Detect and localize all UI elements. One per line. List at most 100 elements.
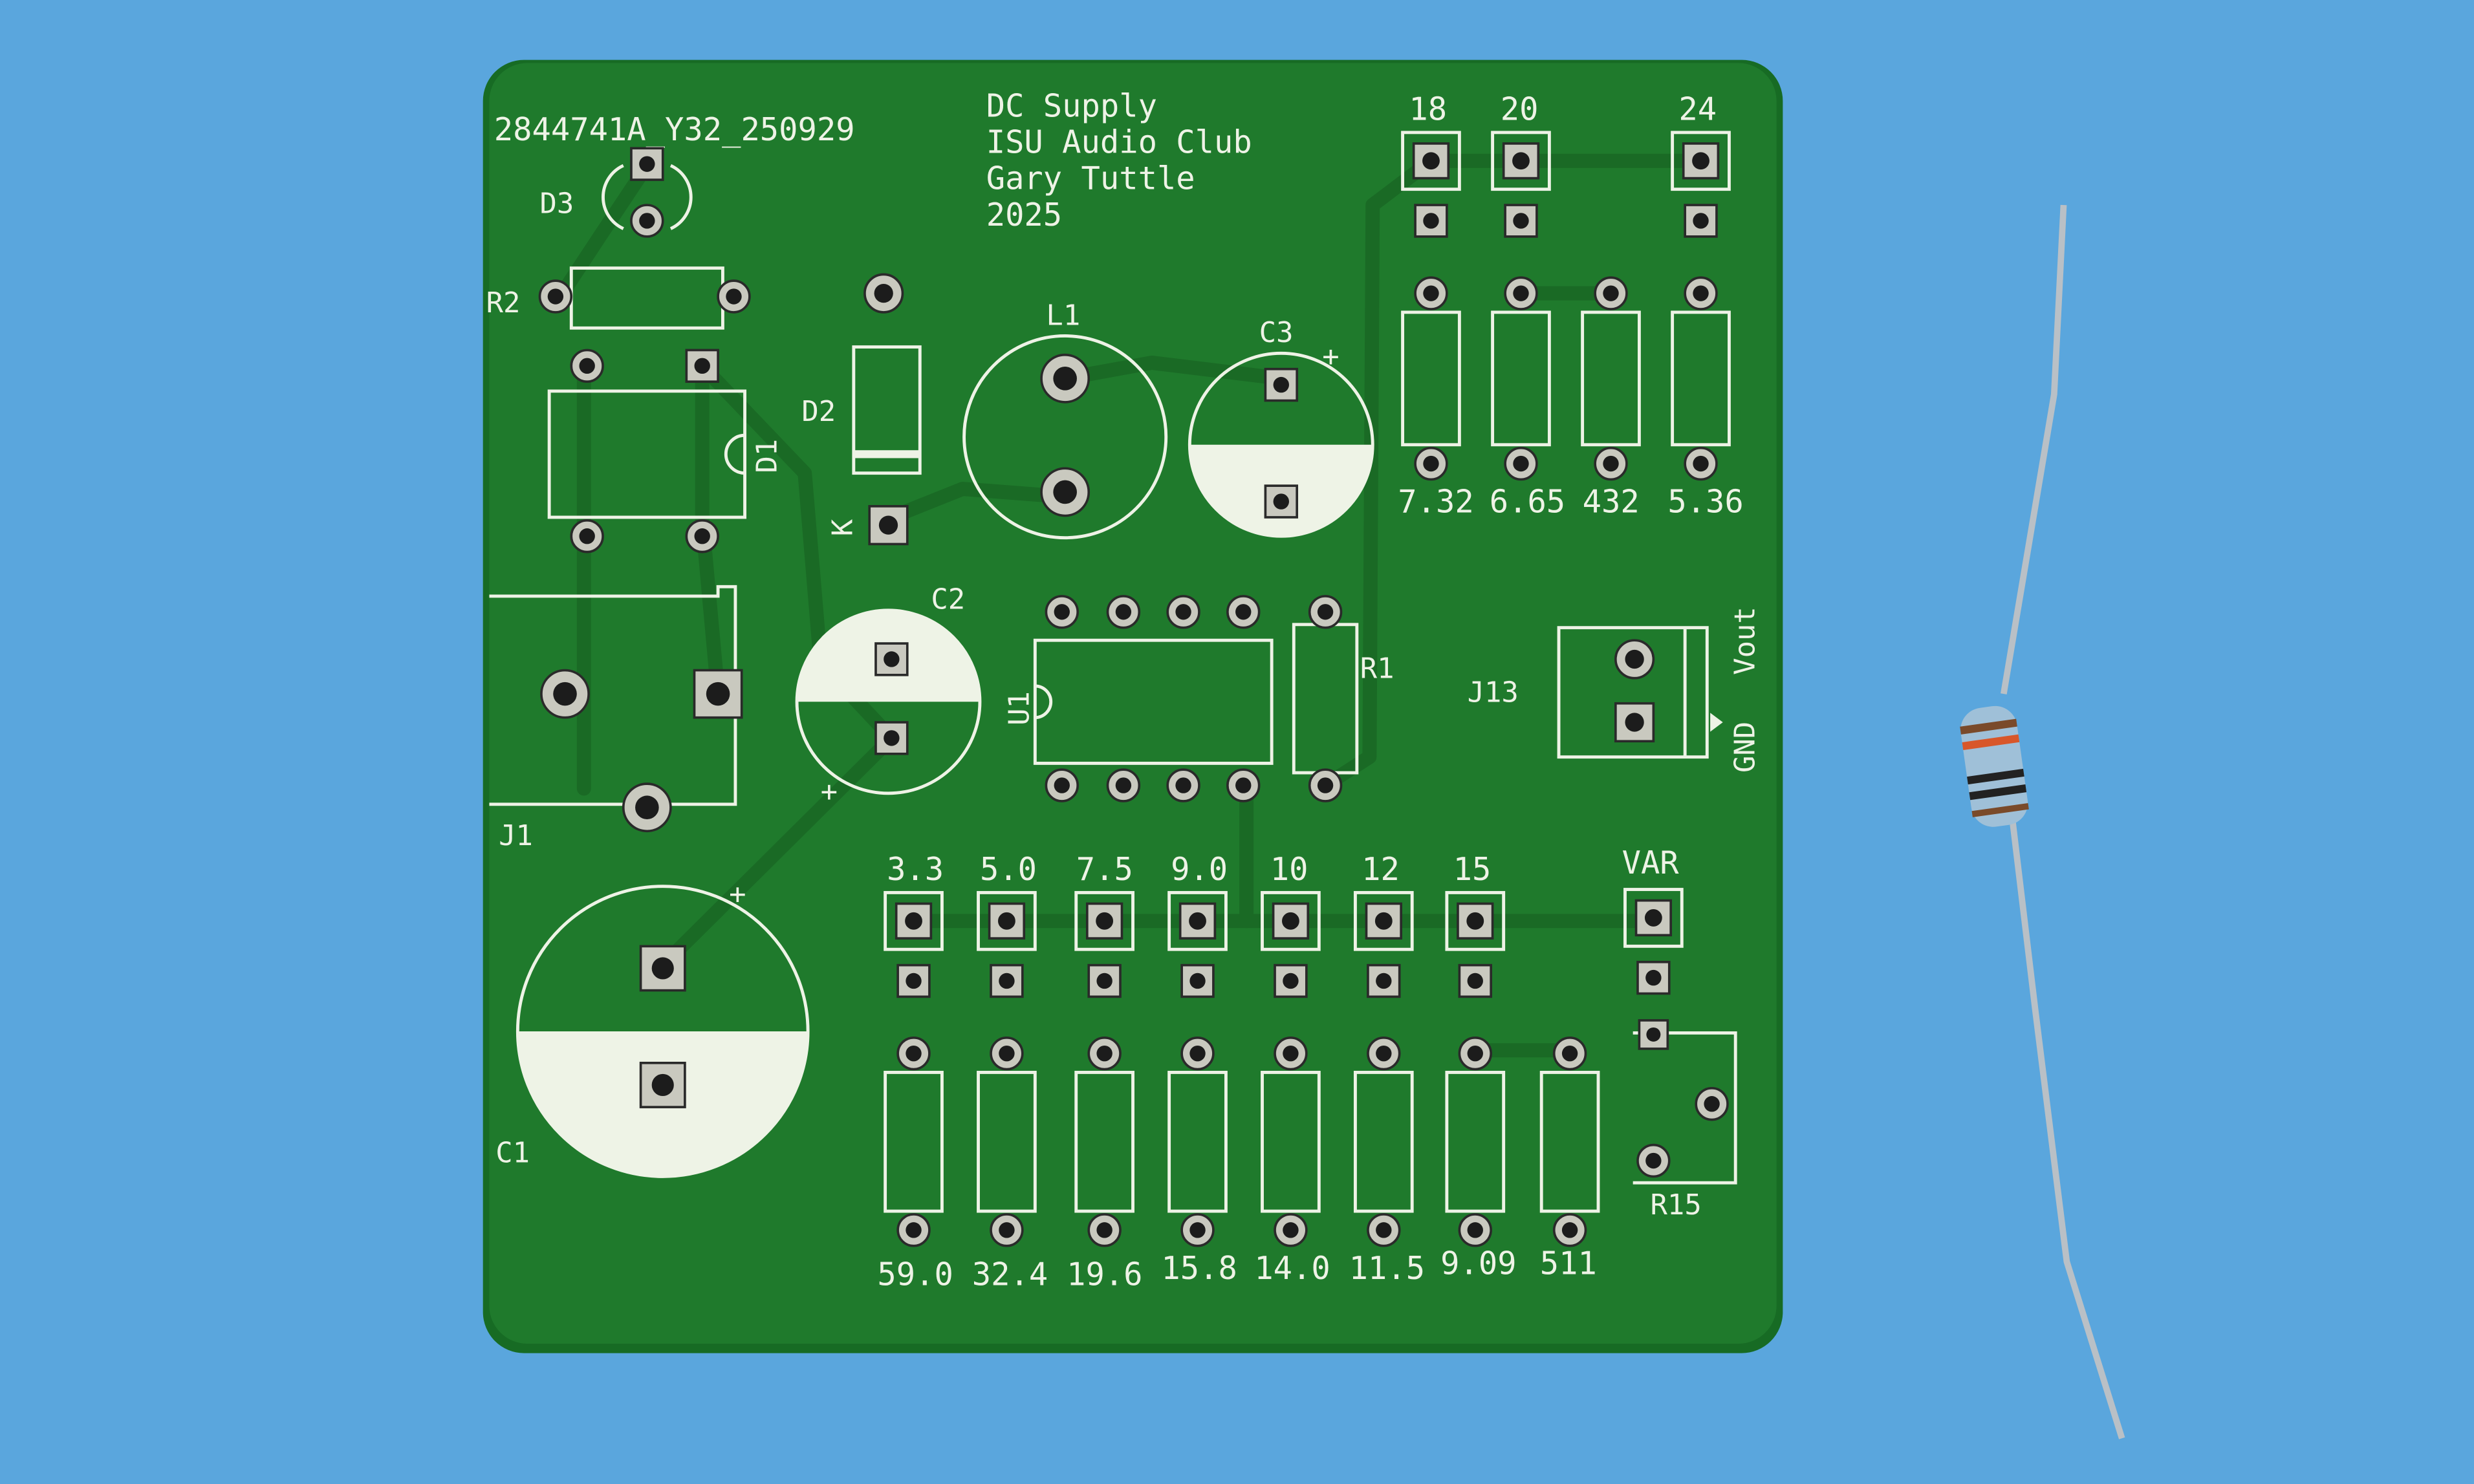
solder-pad bbox=[896, 1036, 931, 1071]
resistor-outline bbox=[884, 1071, 944, 1213]
solder-pad bbox=[1614, 702, 1655, 743]
solder-pad bbox=[622, 782, 672, 833]
jumper-outline bbox=[884, 890, 944, 951]
r2-label: R2 bbox=[486, 286, 521, 319]
voltage-selectors bbox=[884, 131, 1731, 1213]
solder-pad bbox=[1180, 1036, 1215, 1071]
resistor-outline bbox=[1581, 310, 1641, 447]
solder-pad bbox=[868, 505, 909, 546]
solder-pad bbox=[988, 902, 1026, 940]
r1-label: R1 bbox=[1360, 652, 1394, 685]
solder-pad bbox=[1636, 960, 1671, 995]
solder-pad bbox=[1087, 1213, 1122, 1247]
c1-label: C1 bbox=[495, 1136, 530, 1169]
solder-pad bbox=[1367, 1036, 1401, 1071]
solder-pad bbox=[1178, 902, 1217, 940]
resistor-value: 59.0 bbox=[877, 1256, 953, 1293]
d2-diode-outline bbox=[852, 345, 922, 475]
voltage-header: 5.0 bbox=[980, 851, 1037, 888]
c2-plus-label: + bbox=[821, 775, 838, 808]
d1-label: D1 bbox=[750, 439, 783, 473]
solder-pad bbox=[1458, 963, 1492, 998]
solder-pad bbox=[990, 1036, 1024, 1071]
resistor-outline bbox=[1261, 1071, 1321, 1213]
resistor-value: 11.5 bbox=[1349, 1250, 1425, 1287]
solder-pad bbox=[896, 1213, 931, 1247]
voltage-header-var: VAR bbox=[1622, 844, 1680, 881]
r15-trimmer-outline bbox=[1633, 1031, 1737, 1185]
l1-inductor-outline bbox=[962, 334, 1168, 540]
jumper-outline bbox=[1074, 890, 1134, 951]
d1-bridge-outline bbox=[547, 389, 747, 519]
solder-pad bbox=[1274, 1036, 1308, 1071]
solder-pad bbox=[1087, 1036, 1122, 1071]
solder-pad bbox=[1045, 768, 1080, 802]
voltage-header: 15 bbox=[1453, 851, 1492, 888]
solder-pad bbox=[1504, 204, 1538, 238]
solder-pad bbox=[1308, 595, 1343, 629]
solder-pad bbox=[1504, 446, 1538, 481]
loose-resistor bbox=[1960, 204, 2125, 1439]
solder-pad bbox=[1457, 902, 1494, 940]
d3-led-footprint bbox=[602, 164, 693, 230]
solder-pad bbox=[1636, 1143, 1671, 1178]
solder-pad bbox=[1458, 1036, 1492, 1071]
resistor-value: 6.65 bbox=[1490, 484, 1565, 521]
solder-pad bbox=[1040, 467, 1091, 517]
solder-pad bbox=[1682, 142, 1720, 180]
j1-label: J1 bbox=[499, 819, 533, 852]
solder-pad bbox=[538, 279, 573, 314]
d2-label: D2 bbox=[801, 395, 836, 428]
solder-pad bbox=[1552, 1036, 1587, 1071]
resistor-outline bbox=[977, 1071, 1037, 1213]
solder-pad bbox=[863, 273, 904, 314]
j1-jack-outline bbox=[489, 585, 737, 806]
solder-pad bbox=[1166, 595, 1200, 629]
solder-pad bbox=[1274, 1213, 1308, 1247]
solder-pad bbox=[1414, 276, 1448, 310]
jumper-header-24: 24 bbox=[1678, 91, 1717, 127]
resistor-value: 15.8 bbox=[1161, 1250, 1237, 1287]
solder-pad bbox=[1367, 1213, 1401, 1247]
resistor-value: 19.6 bbox=[1067, 1256, 1142, 1293]
l1-label: L1 bbox=[1046, 299, 1080, 332]
solder-pad bbox=[1085, 902, 1123, 940]
solder-pad bbox=[639, 1061, 686, 1108]
r15-label: R15 bbox=[1650, 1188, 1701, 1221]
jumper-outline bbox=[1261, 890, 1321, 951]
d3-label: D3 bbox=[540, 187, 574, 220]
jumper-outline bbox=[977, 890, 1037, 951]
resistor-outline bbox=[1167, 1071, 1228, 1213]
solder-pad bbox=[1552, 1213, 1587, 1247]
jumper-outline bbox=[1401, 131, 1461, 191]
solder-pad bbox=[630, 147, 664, 181]
resistor-value: 511 bbox=[1540, 1245, 1597, 1282]
solder-pad bbox=[1308, 768, 1343, 802]
solder-pad bbox=[1264, 484, 1299, 519]
solder-pad bbox=[1684, 276, 1718, 310]
jumper-outline bbox=[1167, 890, 1228, 951]
solder-pad bbox=[1274, 963, 1308, 998]
solder-pad bbox=[1634, 899, 1673, 937]
gnd-label: GND bbox=[1728, 722, 1761, 773]
solder-pad bbox=[1272, 902, 1310, 940]
jumper-outline bbox=[1491, 131, 1551, 191]
resistor-outline bbox=[1074, 1071, 1134, 1213]
cathode-label: K bbox=[826, 519, 859, 536]
jumper-outline bbox=[1445, 890, 1506, 951]
solder-pad bbox=[630, 204, 664, 238]
voltage-header: 12 bbox=[1362, 851, 1400, 888]
voltage-header: 3.3 bbox=[887, 851, 944, 888]
solder-pad bbox=[1638, 1019, 1669, 1050]
resistor-outline bbox=[1401, 310, 1461, 447]
resistor-value: 14.0 bbox=[1254, 1250, 1330, 1287]
solder-pad bbox=[1180, 1213, 1215, 1247]
solder-pad bbox=[540, 669, 590, 719]
solder-pad bbox=[1458, 1213, 1492, 1247]
jumper-outline bbox=[1671, 131, 1731, 191]
resistor-value: 32.4 bbox=[972, 1256, 1048, 1293]
solder-pad bbox=[1695, 1087, 1729, 1121]
solder-pad bbox=[1367, 963, 1401, 998]
solder-pad bbox=[1226, 595, 1261, 629]
solder-pad bbox=[1414, 446, 1448, 481]
